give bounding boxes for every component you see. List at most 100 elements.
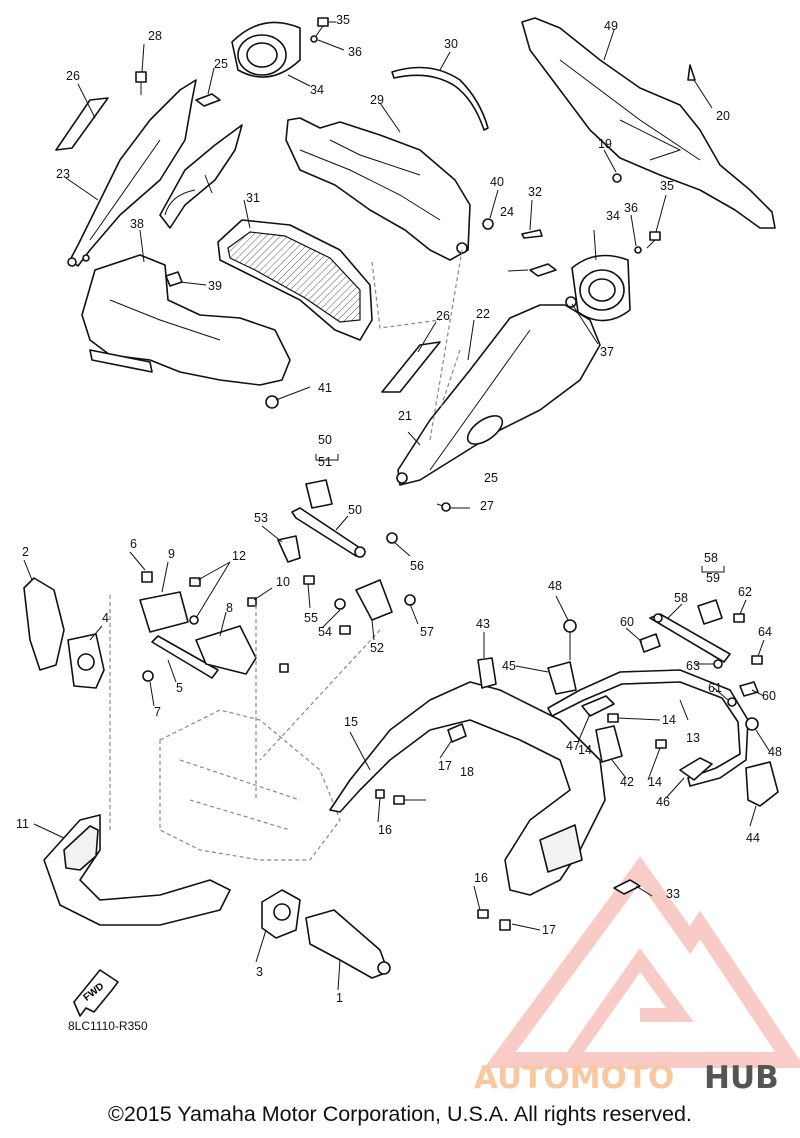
duct-1 bbox=[305, 909, 391, 979]
callout-59: 59 bbox=[706, 571, 720, 585]
washer-56 bbox=[386, 532, 398, 544]
watermark-text: AUTOMOTO HUB bbox=[474, 1060, 779, 1096]
callout-34: 34 bbox=[310, 83, 324, 97]
callout-3: 3 bbox=[256, 965, 263, 979]
callout-34: 34 bbox=[606, 209, 620, 223]
pad-25a bbox=[195, 93, 221, 107]
callout-48: 48 bbox=[768, 745, 782, 759]
callout-46: 46 bbox=[656, 795, 670, 809]
bolt-16b bbox=[477, 909, 489, 919]
grommet-43 bbox=[477, 657, 497, 689]
callout-24: 24 bbox=[500, 205, 514, 219]
damper-58 bbox=[649, 613, 731, 663]
washer-36a bbox=[310, 35, 318, 43]
callout-15: 15 bbox=[344, 715, 358, 729]
callout-9: 9 bbox=[168, 547, 175, 561]
callout-21: 21 bbox=[398, 409, 412, 423]
callout-10: 10 bbox=[276, 575, 290, 589]
callout-36: 36 bbox=[624, 201, 638, 215]
bracket-9 bbox=[139, 591, 189, 633]
callout-58: 58 bbox=[704, 551, 718, 565]
screw-40 bbox=[482, 218, 494, 230]
nut-41 bbox=[265, 395, 279, 409]
callout-14: 14 bbox=[662, 713, 676, 727]
bolt-12 bbox=[189, 577, 201, 625]
bolt-16a bbox=[393, 795, 405, 805]
nut-17b bbox=[499, 919, 511, 931]
bolt-62 bbox=[733, 613, 745, 623]
callout-31: 31 bbox=[246, 191, 260, 205]
cover-49 bbox=[521, 17, 776, 229]
collar-61 bbox=[727, 697, 737, 707]
diagram-code: 8LC1110-R350 bbox=[68, 1019, 148, 1033]
callout-1: 1 bbox=[336, 991, 343, 1005]
washer-63 bbox=[713, 659, 723, 669]
bolt-6 bbox=[141, 571, 153, 583]
collar-54 bbox=[334, 598, 346, 610]
bracket-13 bbox=[547, 669, 749, 787]
callout-27: 27 bbox=[480, 499, 494, 513]
washer-36b bbox=[634, 246, 642, 254]
callout-2: 2 bbox=[22, 545, 29, 559]
nut-17a bbox=[375, 789, 385, 799]
frame-ghost bbox=[159, 709, 341, 861]
callout-16: 16 bbox=[474, 871, 488, 885]
callout-28: 28 bbox=[148, 29, 162, 43]
callout-49: 49 bbox=[604, 19, 618, 33]
callout-20: 20 bbox=[716, 109, 730, 123]
bracket-60a bbox=[639, 633, 661, 653]
bracket-44 bbox=[745, 761, 779, 807]
callout-51: 51 bbox=[318, 455, 332, 469]
callout-50: 50 bbox=[318, 433, 332, 447]
callout-13: 13 bbox=[686, 731, 700, 745]
sticker-26a bbox=[55, 97, 109, 151]
sticker-26b bbox=[381, 341, 441, 393]
rivet-32 bbox=[521, 229, 543, 239]
bolt-35a bbox=[315, 17, 329, 37]
callout-41: 41 bbox=[318, 381, 332, 395]
callout-25: 25 bbox=[214, 57, 228, 71]
bolt-52b bbox=[339, 625, 351, 635]
bracket-46 bbox=[679, 757, 713, 781]
nut-19 bbox=[612, 173, 622, 183]
callout-26: 26 bbox=[66, 69, 80, 83]
callout-37: 37 bbox=[600, 345, 614, 359]
callout-36: 36 bbox=[348, 45, 362, 59]
callout-23: 23 bbox=[56, 167, 70, 181]
leader-lines bbox=[23, 21, 771, 991]
grommet-42 bbox=[595, 725, 623, 763]
bolt-14a bbox=[607, 713, 619, 723]
nut-37 bbox=[565, 296, 577, 308]
callout-47: 47 bbox=[566, 739, 580, 753]
pad-39 bbox=[165, 271, 183, 287]
bracket-53 bbox=[277, 535, 301, 563]
bracket-60b bbox=[739, 681, 759, 697]
callout-43: 43 bbox=[476, 617, 490, 631]
rivet-20 bbox=[687, 64, 696, 81]
callout-14: 14 bbox=[578, 743, 592, 757]
callout-12: 12 bbox=[232, 549, 246, 563]
ring-34b bbox=[571, 254, 631, 322]
damper-5 bbox=[151, 635, 219, 679]
front-cover-11 bbox=[43, 814, 231, 926]
callout-17: 17 bbox=[542, 923, 556, 937]
duct-3 bbox=[261, 889, 301, 939]
callout-54: 54 bbox=[318, 625, 332, 639]
callout-40: 40 bbox=[490, 175, 504, 189]
damper-50 bbox=[291, 507, 366, 558]
watermark-part1: AUTOMOTO bbox=[474, 1060, 674, 1096]
bolt-28 bbox=[135, 71, 147, 95]
grommet-45 bbox=[547, 661, 577, 695]
guide-line-a bbox=[371, 261, 441, 329]
collar-51 bbox=[305, 479, 333, 509]
callout-14: 14 bbox=[648, 775, 662, 789]
strip-30 bbox=[391, 66, 489, 131]
bracket-47 bbox=[581, 695, 615, 717]
callout-33: 33 bbox=[666, 887, 680, 901]
callout-25: 25 bbox=[484, 471, 498, 485]
cover-2 bbox=[23, 577, 65, 671]
cover-15 bbox=[329, 681, 606, 896]
collar-59 bbox=[697, 599, 723, 625]
cover-24 bbox=[159, 124, 243, 229]
callout-48: 48 bbox=[548, 579, 562, 593]
